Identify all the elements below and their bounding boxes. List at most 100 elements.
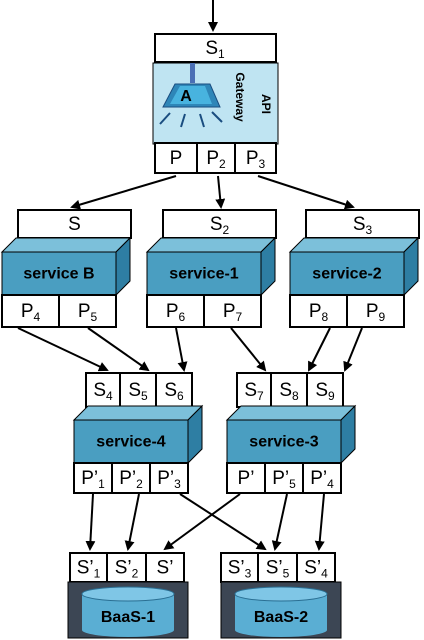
box-front	[226, 419, 342, 464]
box-top	[72, 405, 204, 421]
baas-disk-top	[234, 586, 328, 602]
baas-name: BaaS-2	[254, 609, 308, 626]
service-name: service-4	[96, 434, 165, 451]
box-front	[146, 251, 262, 296]
service-box-1: service-1	[145, 236, 277, 297]
service-port-label: P5	[78, 301, 98, 324]
gateway-label-line2: Gateway	[233, 72, 247, 122]
service-port-cell	[346, 294, 405, 328]
arrow-p1prime-to-s1prime	[85, 493, 96, 551]
service-port-label: P7	[223, 301, 243, 324]
box-front	[289, 251, 405, 296]
service-port-label: P9	[366, 301, 386, 324]
database-icon: BaaS-1	[67, 581, 189, 639]
arrow-p-to-s	[70, 175, 177, 210]
baas-input-label: S’2	[115, 558, 139, 581]
gateway-top-label: S1	[205, 38, 225, 61]
service-port-label: P’	[238, 468, 255, 489]
arrow-p2-to-s2	[215, 175, 226, 209]
service-input-label: S2	[210, 214, 230, 237]
box-top	[225, 405, 357, 421]
box-front	[73, 419, 189, 464]
gateway-top-cell	[154, 33, 277, 63]
baas-disk-bottom	[235, 623, 327, 637]
arrow-p3-to-s3	[257, 175, 355, 210]
lamp-ray	[180, 113, 186, 128]
service-input-label: S5	[128, 380, 148, 403]
baas-name: BaaS-1	[101, 609, 155, 626]
service-input-label: S3	[353, 214, 373, 237]
baas-input-label: S’	[157, 558, 174, 579]
service-port-cell	[203, 294, 262, 328]
service-port-cell	[226, 462, 266, 494]
baas-input-cell	[145, 552, 185, 583]
service-input-label: S9	[315, 380, 335, 403]
baas-input-label: S’3	[228, 558, 252, 581]
box-front	[1, 251, 117, 296]
arrow-p2prime-to-s2prime	[124, 493, 140, 551]
service-input-cell	[162, 209, 277, 239]
service-port-cell	[1, 294, 60, 328]
api-gateway-icon	[159, 63, 223, 128]
baas-input-label: S’1	[77, 558, 101, 581]
gateway-letter: A	[180, 88, 192, 105]
lamp-ray	[199, 113, 205, 128]
service-input-label: S6	[164, 380, 184, 403]
service-input-label: S4	[93, 380, 113, 403]
service-port-label: P’5	[272, 468, 296, 491]
arrow-p5-to-s5	[87, 327, 150, 372]
service-port-cell	[264, 462, 304, 494]
lamp-stem	[190, 63, 195, 83]
gateway-port-label: P2	[206, 148, 226, 171]
baas-disk-top	[81, 586, 175, 602]
service-port-label: P4	[21, 301, 41, 324]
service-port-label: P’2	[119, 468, 143, 491]
lamp-shade-highlight	[170, 86, 212, 104]
service-box-2: service-2	[288, 236, 420, 297]
service-name: service B	[23, 266, 94, 283]
service-port-label: P’3	[157, 468, 181, 491]
arrow-p5prime-to-s5prime	[271, 493, 288, 551]
service-input-label: S7	[244, 380, 264, 403]
box-top	[288, 237, 420, 253]
service-port-cell	[146, 294, 205, 328]
service-port-label: P’4	[310, 468, 334, 491]
service-port-label: P8	[309, 301, 329, 324]
baas-input-label: S’4	[304, 558, 328, 581]
baas-input-cell	[296, 552, 336, 583]
arrow-p7-to-s7	[230, 327, 267, 372]
service-name: service-3	[249, 434, 318, 451]
service-port-cell	[58, 294, 117, 328]
arrows	[17, 0, 363, 551]
arrow-p8-to-s8	[308, 327, 331, 372]
database-icon: BaaS-2	[220, 581, 342, 639]
arrow-p4-to-s4	[17, 327, 109, 372]
lamp-ray	[159, 112, 171, 125]
service-port-label: P’1	[81, 468, 105, 491]
service-box-l2-0: service-4	[72, 404, 204, 465]
service-port-cell	[149, 462, 189, 494]
service-input-cell	[17, 209, 132, 239]
baas-input-label: S’5	[266, 558, 290, 581]
service-port-cell	[302, 462, 342, 494]
service-box-0: service B	[0, 236, 132, 297]
service-input-label: S8	[279, 380, 299, 403]
service-input-cell	[119, 372, 157, 408]
service-name: service-1	[169, 266, 238, 283]
service-input-label: S	[68, 214, 81, 235]
service-name: service-2	[312, 266, 381, 283]
service-port-label: P6	[166, 301, 186, 324]
lamp-ray	[211, 111, 223, 123]
arrow-p6-to-s6	[175, 327, 188, 372]
baas-disk-bottom	[82, 623, 174, 637]
service-port-cell	[111, 462, 151, 494]
gateway-port-label: P3	[246, 148, 266, 171]
arrow-pprime-to-sprime	[163, 493, 241, 551]
service-port-cell	[73, 462, 113, 494]
service-box-l2-1: service-3	[225, 404, 357, 465]
arrow-p9-to-s9	[343, 327, 363, 372]
gateway-port-label: P	[170, 148, 183, 169]
